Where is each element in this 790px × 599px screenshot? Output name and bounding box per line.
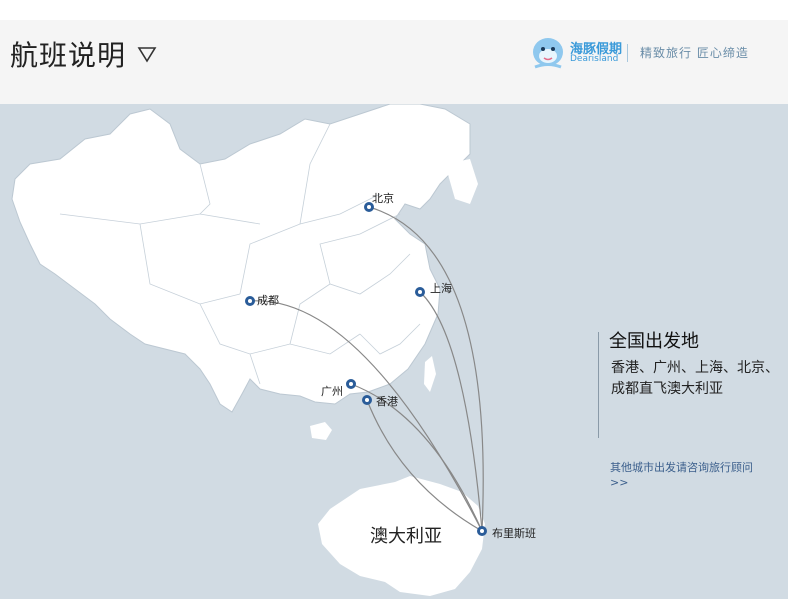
brand-sub: Dearisland: [570, 54, 619, 64]
brand-logo[interactable]: 海豚假期 Dearisland 精致旅行 匠心缔造: [530, 34, 770, 74]
route-shanghai: [419, 291, 483, 532]
brand-slogan: 精致旅行 匠心缔造: [640, 46, 749, 60]
australia-landmass: [318, 476, 485, 596]
info-title: 全国出发地: [609, 331, 699, 352]
route-beijing: [368, 206, 484, 532]
taiwan-island: [424, 356, 436, 392]
route-chengdu: [249, 300, 483, 532]
route-guangzhou: [350, 383, 483, 532]
pin-guangzhou: [346, 379, 356, 389]
city-pins: [245, 202, 487, 536]
flight-routes: [249, 206, 484, 532]
consult-advisor-link[interactable]: 其他城市出发请咨询旅行顾问>>: [610, 461, 753, 489]
page-header: 航班说明 海豚假期 Dearisland 精致旅行 匠心缔造: [0, 20, 788, 104]
dolphin-mascot-icon: [533, 38, 563, 69]
city-label-guangzhou: 广州: [321, 385, 343, 398]
city-label-hongkong: 香港: [376, 395, 398, 408]
pin-shanghai: [415, 287, 425, 297]
region-label-australia: 澳大利亚: [370, 526, 442, 547]
brand-name: 海豚假期: [570, 42, 623, 57]
route-map: 北京 上海 成都 广州 香港 布里斯班 澳大利亚 全国出发地 香港、广州、上海、…: [0, 104, 788, 599]
map-canvas: [11, 104, 487, 596]
info-body: 香港、广州、上海、北京、成都直飞澳大利亚: [611, 360, 779, 397]
city-label-shanghai: 上海: [430, 282, 452, 295]
pin-hongkong: [362, 395, 372, 405]
route-hongkong: [366, 399, 483, 532]
pin-beijing: [364, 202, 374, 212]
pin-chengdu: [245, 296, 255, 306]
info-divider: [598, 332, 599, 438]
china-landmass: [11, 104, 471, 413]
province-borders: [59, 123, 421, 385]
pin-brisbane: [477, 526, 487, 536]
city-label-beijing: 北京: [372, 192, 394, 205]
page-title: 航班说明: [10, 39, 127, 72]
triangle-down-outline-icon[interactable]: [136, 42, 158, 64]
korea-landmass: [445, 159, 478, 204]
city-label-brisbane: 布里斯班: [492, 527, 536, 540]
hainan-island: [310, 422, 332, 440]
city-label-chengdu: 成都: [257, 294, 279, 307]
brand-separator: [627, 44, 628, 62]
